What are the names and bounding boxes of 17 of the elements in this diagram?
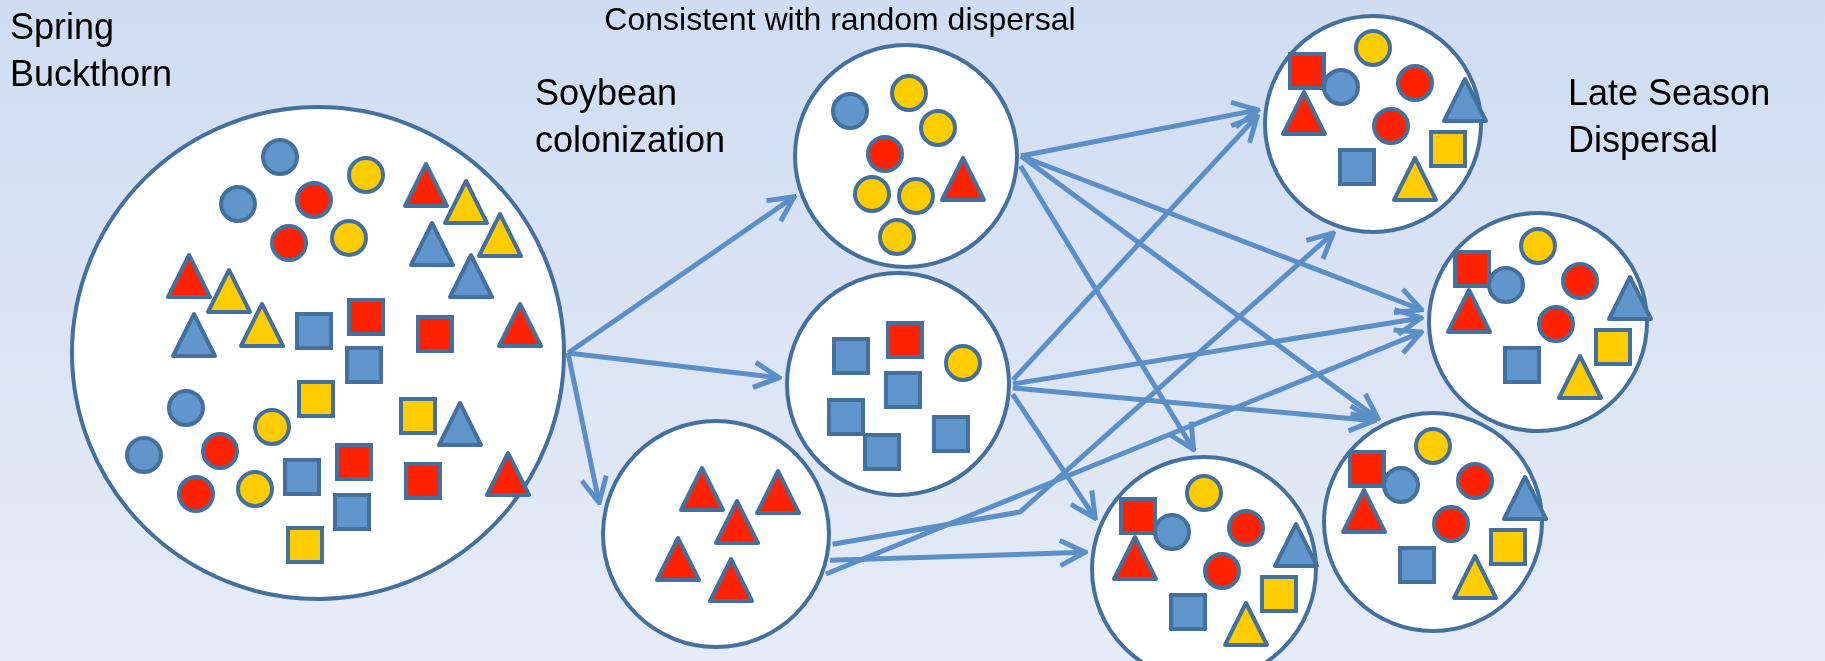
- arrow: [1019, 154, 1381, 422]
- arrow: [1020, 99, 1261, 159]
- stage-label: Late Season Dispersal: [1568, 71, 1772, 162]
- arrow: [1012, 307, 1424, 387]
- group-label: Spring Buckthorn: [10, 5, 174, 96]
- arrow: [829, 538, 1088, 569]
- arrow: [825, 327, 1424, 577]
- arrow: [1018, 164, 1197, 452]
- arrow: [1010, 392, 1098, 521]
- arrow: [832, 230, 1336, 547]
- arrow: [1020, 153, 1425, 315]
- arrow: [565, 352, 609, 506]
- stage-label: Soybean colonization: [535, 71, 727, 162]
- arrow: [1012, 385, 1377, 434]
- slide-title: Consistent with random dispersal: [603, 0, 1077, 38]
- arrow: [567, 350, 782, 390]
- arrow: [1011, 113, 1260, 382]
